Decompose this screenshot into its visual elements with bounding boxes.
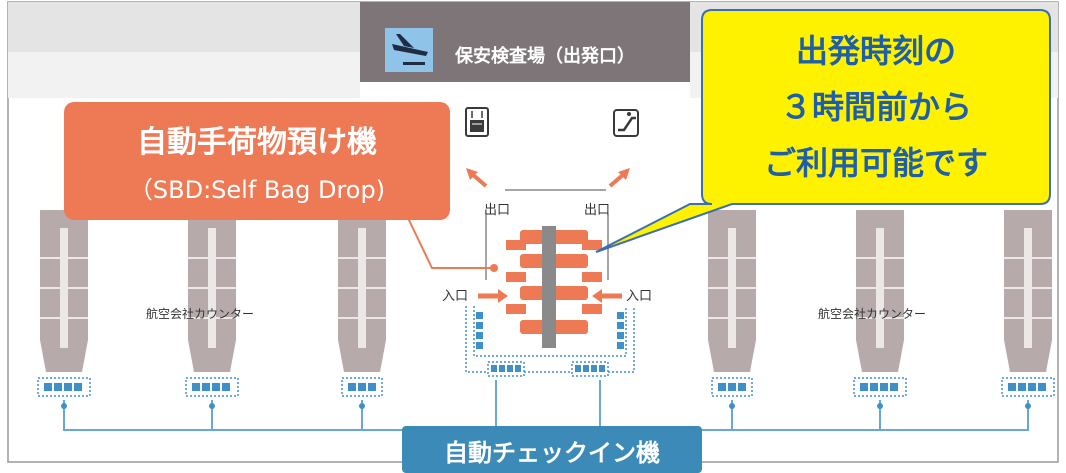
entrance-label-right: 入口 bbox=[626, 289, 652, 304]
sbd-callout: 自動手荷物預け機 （SBD:Self Bag Drop) bbox=[64, 102, 498, 272]
kiosk-banner: 自動チェックイン機 bbox=[402, 426, 702, 473]
kiosk-group-2 bbox=[185, 377, 239, 397]
kiosk-group-3 bbox=[341, 377, 383, 397]
sbd-callout-box bbox=[64, 102, 450, 220]
sbd-kiosk-surround bbox=[465, 306, 635, 377]
top-wall-left bbox=[8, 2, 360, 52]
availability-callout-bubble bbox=[595, 9, 1051, 253]
sbd-callout-leader bbox=[407, 217, 494, 269]
kiosk-connector-lines bbox=[61, 380, 1031, 431]
kiosk-group-6 bbox=[1001, 377, 1055, 397]
availability-callout: 出発時刻の ３時間前から ご利用可能です bbox=[595, 9, 1051, 253]
sbd-callout-subtitle: （SBD:Self Bag Drop) bbox=[129, 176, 385, 204]
sbd-machines bbox=[506, 226, 602, 348]
availability-line-3: ご利用可能です bbox=[764, 144, 988, 182]
kiosk-group-4 bbox=[711, 377, 753, 397]
counter-column-6 bbox=[1004, 210, 1052, 372]
airline-counter-label-right: 航空会社カウンター bbox=[818, 306, 926, 321]
entrance-arrow-right bbox=[592, 289, 602, 303]
sbd-callout-title: 自動手荷物預け機 bbox=[137, 125, 377, 160]
airline-counter-label-left: 航空会社カウンター bbox=[146, 306, 254, 321]
kiosk-banner-label: 自動チェックイン機 bbox=[444, 439, 660, 467]
availability-line-1: 出発時刻の bbox=[796, 32, 956, 70]
availability-line-2: ３時間前から bbox=[780, 88, 972, 126]
counter-column-4 bbox=[708, 210, 756, 372]
counter-column-3 bbox=[338, 210, 386, 372]
exit-label-right: 出口 bbox=[584, 203, 610, 218]
security-gate-label: 保安検査場（出発口） bbox=[454, 45, 635, 67]
entrance-arrow-left bbox=[498, 289, 508, 303]
counter-column-1 bbox=[40, 210, 88, 372]
exit-arrow-left bbox=[470, 172, 488, 188]
elevator-icon bbox=[465, 107, 489, 137]
security-gate-header: 保安検査場（出発口） bbox=[360, 2, 690, 82]
escalator-icon bbox=[613, 109, 639, 137]
kiosk-group-5 bbox=[853, 377, 907, 397]
exit-arrow-right bbox=[608, 172, 626, 188]
counter-column-2 bbox=[188, 210, 236, 372]
departure-plane-icon bbox=[385, 28, 433, 72]
entrance-label-left: 入口 bbox=[442, 289, 468, 304]
exit-label-left: 出口 bbox=[484, 203, 510, 218]
counter-column-5 bbox=[856, 210, 904, 372]
kiosk-group-1 bbox=[37, 377, 91, 397]
top-wall-left-inner bbox=[8, 52, 360, 98]
